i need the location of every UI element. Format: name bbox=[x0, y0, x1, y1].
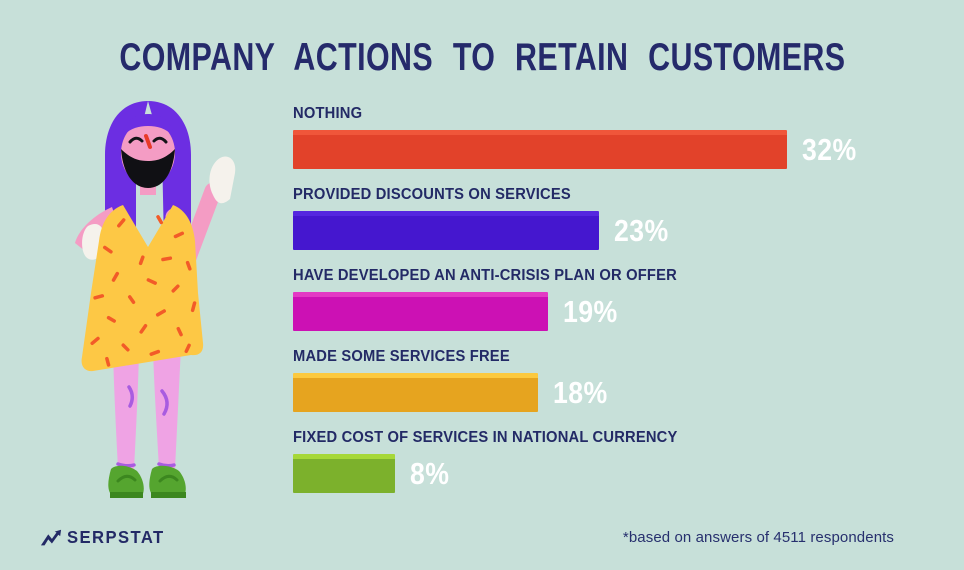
bar bbox=[293, 373, 538, 412]
bar-label: PROVIDED DISCOUNTS ON SERVICES bbox=[293, 186, 571, 203]
bar-row: MADE SOME SERVICES FREE 18% bbox=[293, 347, 913, 412]
bar-value: 19% bbox=[563, 293, 618, 329]
bar-label: HAVE DEVELOPED AN ANTI-CRISIS PLAN OR OF… bbox=[293, 267, 677, 284]
leg-accents bbox=[116, 385, 176, 468]
bar-row: NOTHING 32% bbox=[293, 104, 913, 169]
bar-line: 32% bbox=[293, 130, 913, 169]
left-eye bbox=[128, 136, 144, 144]
bar-value: 18% bbox=[553, 374, 608, 410]
woman-illustration bbox=[50, 95, 265, 515]
bar-value: 23% bbox=[614, 212, 669, 248]
footnote: *based on answers of 4511 respondents bbox=[622, 529, 894, 546]
bar-row: HAVE DEVELOPED AN ANTI-CRISIS PLAN OR OF… bbox=[293, 266, 913, 331]
bar-row: FIXED COST OF SERVICES IN NATIONAL CURRE… bbox=[293, 428, 913, 493]
bar bbox=[293, 211, 599, 250]
hair-bangs bbox=[121, 114, 175, 145]
dress bbox=[81, 205, 204, 372]
bar-label: FIXED COST OF SERVICES IN NATIONAL CURRE… bbox=[293, 429, 678, 446]
bar bbox=[293, 454, 395, 493]
bar-label: MADE SOME SERVICES FREE bbox=[293, 348, 510, 365]
bar-label: NOTHING bbox=[293, 105, 363, 122]
bar bbox=[293, 130, 787, 169]
page-title: COMPANY ACTIONS TO RETAIN CUSTOMERS bbox=[118, 36, 846, 79]
bar-value: 8% bbox=[410, 455, 450, 491]
shoes bbox=[108, 465, 186, 498]
brand-name: SERPSTAT bbox=[67, 527, 165, 547]
serpstat-icon bbox=[40, 529, 62, 545]
bar-chart: NOTHING 32% PROVIDED DISCOUNTS ON SERVIC… bbox=[293, 104, 913, 509]
page-title-wrap: COMPANY ACTIONS TO RETAIN CUSTOMERS bbox=[0, 36, 964, 80]
bar-line: 23% bbox=[293, 211, 913, 250]
face-mask bbox=[121, 149, 175, 188]
bar-line: 8% bbox=[293, 454, 913, 493]
bar-value: 32% bbox=[802, 131, 857, 167]
dress-sprinkles bbox=[90, 215, 197, 367]
face bbox=[121, 114, 175, 195]
right-eye bbox=[152, 136, 168, 144]
footer-logo: SERPSTAT bbox=[40, 527, 170, 548]
bar-line: 18% bbox=[293, 373, 913, 412]
nose-mark bbox=[144, 134, 152, 149]
bar-line: 19% bbox=[293, 292, 913, 331]
bar-row: PROVIDED DISCOUNTS ON SERVICES 23% bbox=[293, 185, 913, 250]
bar bbox=[293, 292, 548, 331]
woman-illustration-svg bbox=[75, 101, 236, 498]
